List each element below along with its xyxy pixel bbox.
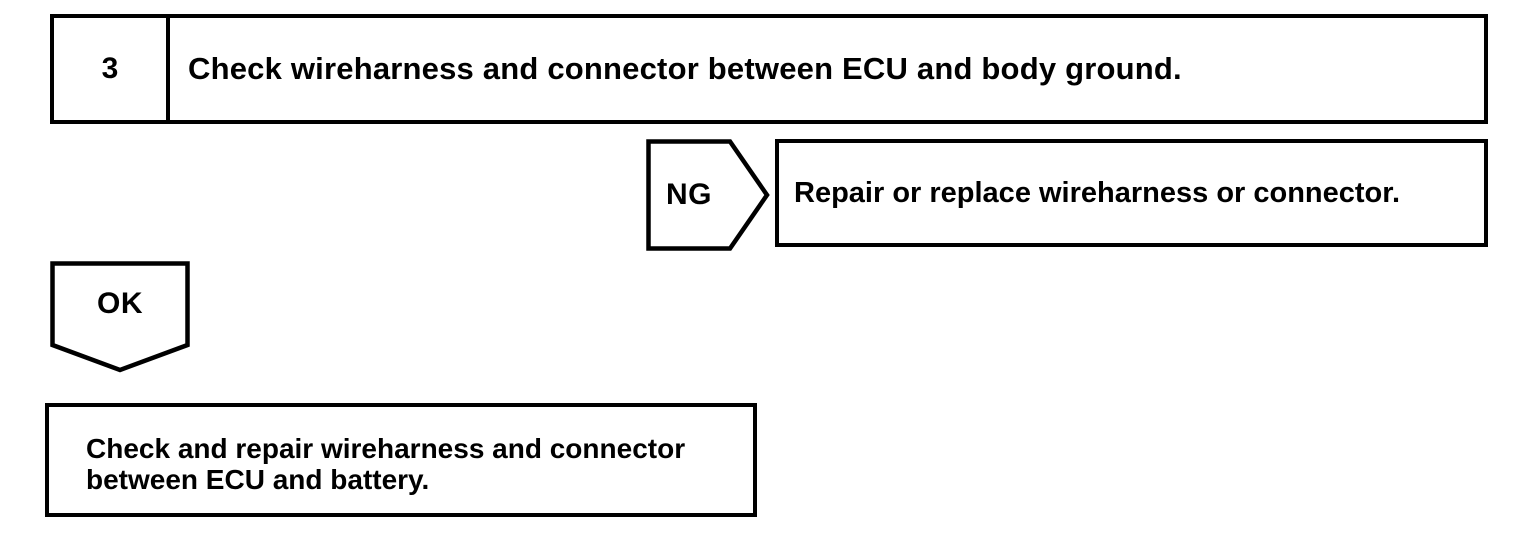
ok-label: OK xyxy=(97,287,143,320)
step-box: 3 Check wireharness and connector betwee… xyxy=(50,14,1488,124)
step-number: 3 xyxy=(54,18,170,120)
result-text-line-1: Check and repair wireharness and connect… xyxy=(86,433,686,464)
ng-connector: NG xyxy=(646,139,770,251)
ok-connector: OK xyxy=(50,261,190,373)
step-instruction: Check wireharness and connector between … xyxy=(188,51,1182,86)
result-box: Check and repair wireharness and connect… xyxy=(45,403,757,517)
ng-label: NG xyxy=(666,178,712,211)
ok-arrow-down-icon xyxy=(50,261,190,373)
ng-action-box: Repair or replace wireharness or connect… xyxy=(775,139,1488,247)
ng-arrow-right-icon xyxy=(646,139,770,251)
result-text-line-2: between ECU and battery. xyxy=(86,464,430,495)
